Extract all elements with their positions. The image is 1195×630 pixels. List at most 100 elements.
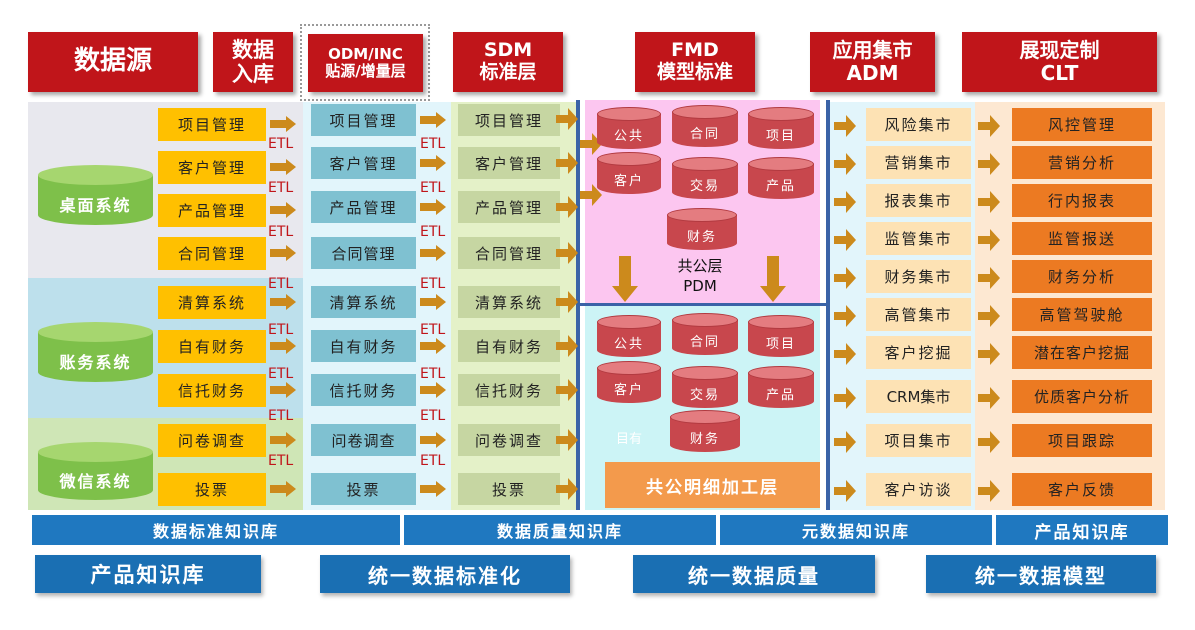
source-item[interactable]: 问卷调查 <box>158 424 266 457</box>
flow-arrow <box>556 478 578 500</box>
flow-arrow <box>834 191 856 213</box>
adm-item[interactable]: 风险集市 <box>866 108 971 141</box>
source-item[interactable]: 合同管理 <box>158 237 266 270</box>
clt-item[interactable]: 监管报送 <box>1012 222 1152 255</box>
adm-item[interactable]: 客户访谈 <box>866 473 971 506</box>
sdm-item[interactable]: 项目管理 <box>458 104 560 136</box>
sdm-item[interactable]: 客户管理 <box>458 147 560 179</box>
etl-label: ETL <box>268 224 294 240</box>
source-item[interactable]: 客户管理 <box>158 151 266 184</box>
pdm-cylinder: 产品 <box>748 157 814 199</box>
flow-arrow <box>556 242 578 264</box>
clt-item[interactable]: 客户反馈 <box>1012 473 1152 506</box>
flow-arrow <box>556 379 578 401</box>
kb-data-quality[interactable]: 数据质量知识库 <box>404 515 716 545</box>
flow-arrow <box>556 291 578 313</box>
odm-item[interactable]: 投票 <box>311 473 416 505</box>
flow-arrow <box>978 229 1000 251</box>
detail-cylinder-label: 公共 <box>613 336 644 352</box>
flow-arrow <box>580 184 602 206</box>
flow-arrow <box>270 245 296 261</box>
down-arrow <box>612 256 638 302</box>
flow-arrow <box>978 153 1000 175</box>
clt-item[interactable]: 营销分析 <box>1012 146 1152 179</box>
clt-item[interactable]: 风控管理 <box>1012 108 1152 141</box>
source-item[interactable]: 投票 <box>158 473 266 506</box>
detail-cylinder: 项目 <box>748 315 814 357</box>
header-ingest-line1: 数据 <box>232 37 274 62</box>
odm-item[interactable]: 客户管理 <box>311 147 416 179</box>
sdm-item[interactable]: 信托财务 <box>458 374 560 406</box>
clt-item[interactable]: 潜在客户挖掘 <box>1012 336 1152 369</box>
header-sdm: SDM 标准层 <box>453 32 563 92</box>
odm-item[interactable]: 信托财务 <box>311 374 416 406</box>
adm-item[interactable]: 监管集市 <box>866 222 971 255</box>
odm-item[interactable]: 项目管理 <box>311 104 416 136</box>
source-item[interactable]: 自有财务 <box>158 330 266 363</box>
flow-arrow <box>270 202 296 218</box>
clt-item[interactable]: 项目跟踪 <box>1012 424 1152 457</box>
header-ingest: 数据 入库 <box>213 32 293 92</box>
source-item[interactable]: 产品管理 <box>158 194 266 227</box>
flow-arrow <box>978 343 1000 365</box>
kb-data-standard[interactable]: 数据标准知识库 <box>32 515 400 545</box>
pdm-cylinder: 合同 <box>672 105 738 147</box>
adm-item[interactable]: 报表集市 <box>866 184 971 217</box>
clt-item[interactable]: 优质客户分析 <box>1012 380 1152 413</box>
etl-label: ETL <box>268 322 294 338</box>
adm-item[interactable]: 高管集市 <box>866 298 971 331</box>
flow-arrow <box>580 133 602 155</box>
pdm-cylinder-label: 项目 <box>765 128 796 144</box>
flow-arrow <box>556 196 578 218</box>
header-clt-line2: CLT <box>1040 61 1079 85</box>
pdm-cylinder-label: 客户 <box>613 173 644 189</box>
etl-label: ETL <box>420 136 446 152</box>
pdm-cylinder: 财务 <box>667 208 737 250</box>
flow-arrow <box>420 112 446 128</box>
odm-item[interactable]: 清算系统 <box>311 286 416 318</box>
adm-item[interactable]: CRM集市 <box>866 380 971 413</box>
pdm-cylinder: 交易 <box>672 157 738 199</box>
detail-cylinder: 产品 <box>748 366 814 408</box>
clt-item[interactable]: 财务分析 <box>1012 260 1152 293</box>
flow-arrow <box>834 153 856 175</box>
odm-item[interactable]: 自有财务 <box>311 330 416 362</box>
odm-item[interactable]: 合同管理 <box>311 237 416 269</box>
kb-metadata[interactable]: 元数据知识库 <box>720 515 992 545</box>
source-item[interactable]: 项目管理 <box>158 108 266 141</box>
etl-label: ETL <box>420 408 446 424</box>
odm-item[interactable]: 产品管理 <box>311 191 416 223</box>
odm-item[interactable]: 问卷调查 <box>311 424 416 456</box>
down-arrow <box>760 256 786 302</box>
header-fmd: FMD 模型标准 <box>635 32 755 92</box>
detail-cylinder-label: 财务 <box>689 431 720 447</box>
flow-arrow <box>420 155 446 171</box>
btn-product-kb[interactable]: 产品知识库 <box>35 555 261 593</box>
adm-item[interactable]: 客户挖掘 <box>866 336 971 369</box>
btn-unified-model[interactable]: 统一数据模型 <box>926 555 1156 593</box>
sdm-item[interactable]: 产品管理 <box>458 191 560 223</box>
flow-arrow <box>270 481 296 497</box>
source-item[interactable]: 信托财务 <box>158 374 266 407</box>
sdm-item[interactable]: 自有财务 <box>458 330 560 362</box>
header-odm: ODM/INC 贴源/增量层 <box>308 34 423 92</box>
header-odm-line2: 贴源/增量层 <box>325 62 406 80</box>
desktop-system-label: 桌面系统 <box>59 196 132 215</box>
etl-label: ETL <box>420 453 446 469</box>
flow-arrow <box>834 305 856 327</box>
sdm-item[interactable]: 投票 <box>458 473 560 505</box>
desktop-system-cylinder: 桌面系统 <box>38 165 153 225</box>
kb-product[interactable]: 产品知识库 <box>996 515 1168 545</box>
detail-cylinder: 公共 <box>597 315 661 357</box>
sdm-item[interactable]: 合同管理 <box>458 237 560 269</box>
adm-item[interactable]: 营销集市 <box>866 146 971 179</box>
btn-unified-standard[interactable]: 统一数据标准化 <box>320 555 570 593</box>
adm-item[interactable]: 财务集市 <box>866 260 971 293</box>
clt-item[interactable]: 高管驾驶舱 <box>1012 298 1152 331</box>
btn-unified-quality[interactable]: 统一数据质量 <box>633 555 875 593</box>
sdm-item[interactable]: 清算系统 <box>458 286 560 318</box>
sdm-item[interactable]: 问卷调查 <box>458 424 560 456</box>
source-item[interactable]: 清算系统 <box>158 286 266 319</box>
clt-item[interactable]: 行内报表 <box>1012 184 1152 217</box>
adm-item[interactable]: 项目集市 <box>866 424 971 457</box>
